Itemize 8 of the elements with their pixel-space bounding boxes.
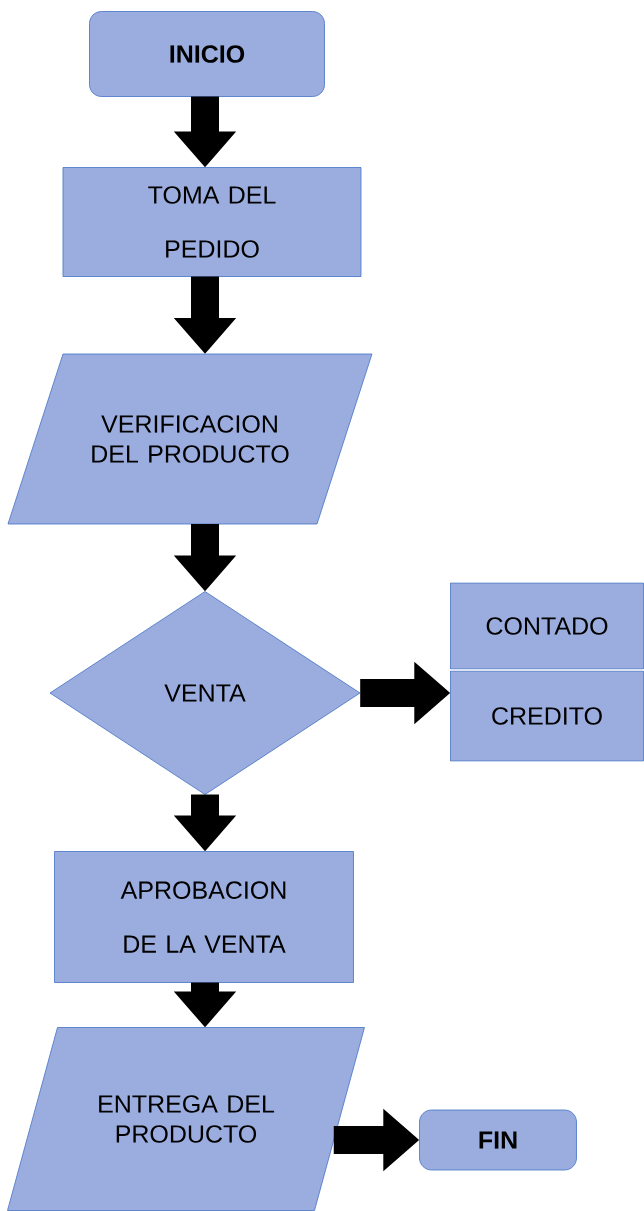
option-box: CREDITO — [450, 670, 644, 762]
data-parallelogram: ENTREGA DEL PRODUCTO — [7, 1027, 365, 1211]
process-box: APROBACION DE LA VENTA — [54, 851, 354, 983]
end-box: FIN — [419, 1109, 577, 1171]
option-box: CONTADO — [450, 582, 644, 670]
start-box: INICIO — [89, 11, 325, 97]
data-parallelogram: VERIFICACION DEL PRODUCTO — [7, 353, 373, 525]
process-box: TOMA DEL PEDIDO — [62, 167, 362, 277]
